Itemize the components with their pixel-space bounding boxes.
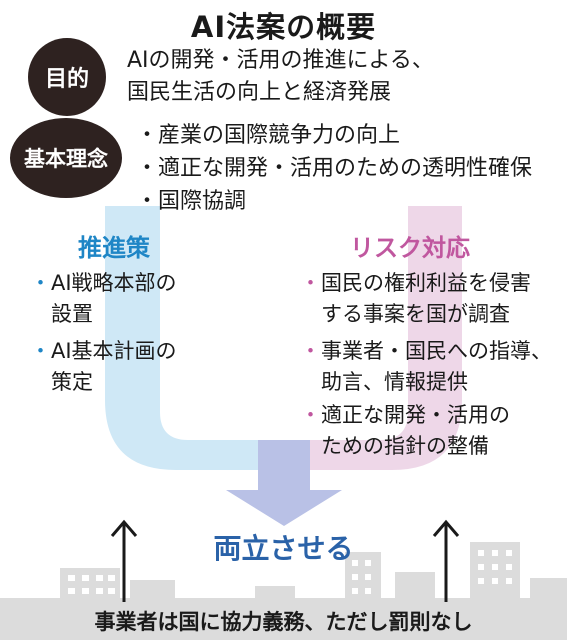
bullet-mark: ・ <box>30 271 51 295</box>
risk-item-line-2: 助言、情報提供 <box>321 370 468 394</box>
bullet-mark: ・ <box>300 271 321 295</box>
principle-item: ・国際協調 <box>136 183 246 215</box>
promotion-item-line-2: 設置 <box>51 302 93 326</box>
promotion-flow-band <box>105 206 282 470</box>
purpose-line-1: AIの開発・活用の推進による、 <box>127 48 434 73</box>
risk-item: ・国民の権利利益を侵害 する事案を国が調査 <box>300 268 531 330</box>
risk-item: ・事業者・国民への指導、 助言、情報提供 <box>300 336 552 398</box>
principle-item: ・産業の国際競争力の向上 <box>136 117 400 149</box>
merge-arrow <box>226 440 342 526</box>
promotion-item-line-1: ・AI基本計画の <box>30 339 177 363</box>
bullet-mark: ・ <box>30 339 51 363</box>
risk-item-line-2: ための指針の整備 <box>321 434 489 458</box>
risk-item-line-1: ・事業者・国民への指導、 <box>300 339 552 363</box>
principle-item: ・適正な開発・活用のための透明性確保 <box>136 150 532 182</box>
bullet-mark: ・ <box>136 156 159 181</box>
risk-item-line-1: ・国民の権利利益を侵害 <box>300 271 531 295</box>
risk-item-line-2: する事案を国が調査 <box>321 302 510 326</box>
diagram-title: AI法案の概要 <box>190 10 377 44</box>
principle-text: 適正な開発・活用のための透明性確保 <box>158 156 533 181</box>
bullet-mark: ・ <box>300 403 321 427</box>
promotion-heading: 推進策 <box>78 234 150 262</box>
principles-badge: 基本理念 <box>10 118 122 198</box>
promotion-item: ・AI基本計画の 策定 <box>30 336 177 398</box>
right-up-arrow <box>432 519 460 602</box>
promotion-item-line-1: ・AI戦略本部の <box>30 271 177 295</box>
skyline-windows <box>68 550 512 594</box>
promotion-item: ・AI戦略本部の 設置 <box>30 268 177 330</box>
purpose-badge: 目的 <box>28 38 106 116</box>
risk-heading: リスク対応 <box>350 234 470 262</box>
city-skyline-illustration <box>0 542 567 640</box>
risk-item-line-1: ・適正な開発・活用の <box>300 403 510 427</box>
bottom-note: 事業者は国に協力義務、ただし罰則なし <box>94 610 473 634</box>
risk-flow-band <box>282 206 462 470</box>
promotion-item-line-2: 策定 <box>51 370 93 394</box>
purpose-line-2: 国民生活の向上と経済発展 <box>127 80 392 105</box>
principle-text: 産業の国際競争力の向上 <box>158 123 401 148</box>
balance-label: 両立させる <box>213 532 354 565</box>
bullet-mark: ・ <box>136 189 159 214</box>
principle-text: 国際協調 <box>158 189 247 214</box>
risk-item: ・適正な開発・活用の ための指針の整備 <box>300 400 510 462</box>
left-up-arrow <box>110 519 138 602</box>
bullet-mark: ・ <box>300 339 321 363</box>
bullet-mark: ・ <box>136 123 159 148</box>
